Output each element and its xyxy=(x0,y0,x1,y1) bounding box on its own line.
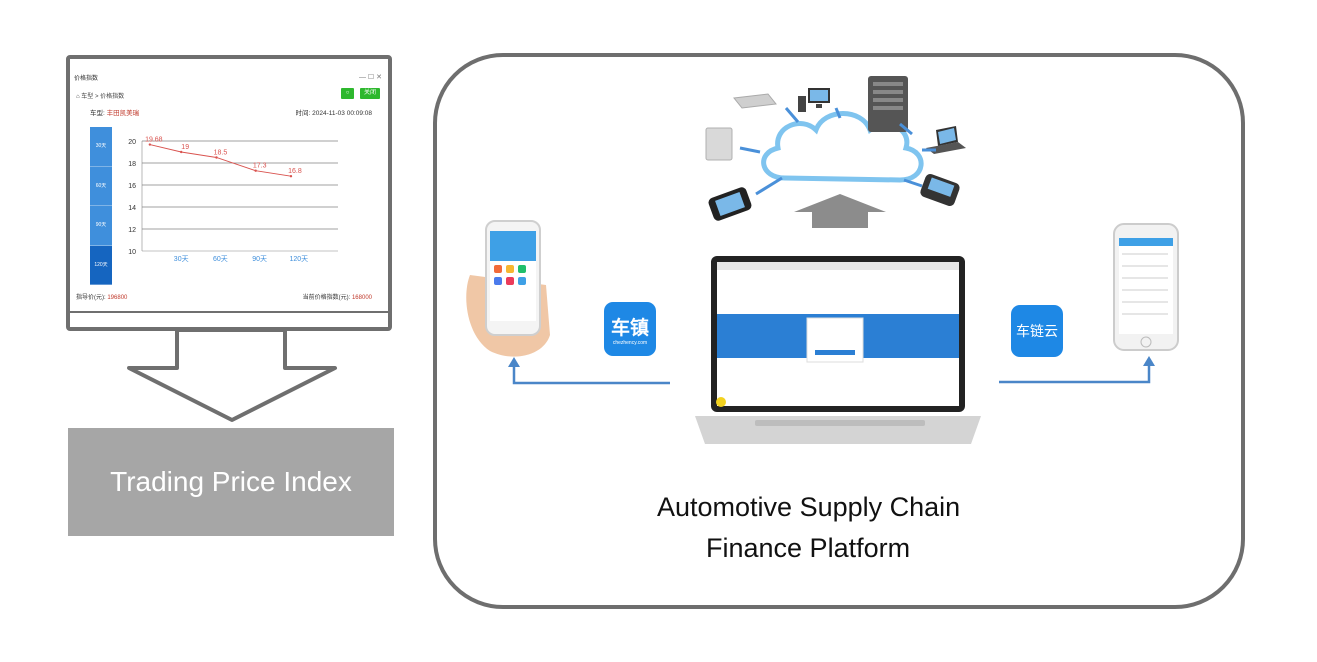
chezhen-logo-text: 车镇 xyxy=(610,317,649,339)
cloud-network-illustration xyxy=(705,76,966,228)
breadcrumb-page: 价格指数 xyxy=(100,94,125,100)
platform-title-line2: Finance Platform xyxy=(706,533,911,563)
breadcrumb-home[interactable]: 车型 xyxy=(81,94,94,100)
close-button[interactable]: 关闭 xyxy=(360,88,380,99)
x-tick-label: 30天 xyxy=(174,255,189,263)
chezhen-app-icon[interactable]: 车镇 chezhency.com xyxy=(604,302,656,356)
y-tick-label: 12 xyxy=(128,227,136,234)
model-row: 车型: 丰田凯美瑞 xyxy=(90,107,139,117)
upload-arrow-icon xyxy=(794,194,886,228)
window-content: 价格指数 — ☐ ✕ ⌂ 车型 > 价格指数 ○ 关闭 车型: 丰田凯美瑞 时间… xyxy=(72,61,386,301)
period-tabs: 30天 60天 90天 120天 xyxy=(90,127,112,285)
connector-arrows xyxy=(739,107,936,196)
blackberry-icon xyxy=(920,173,960,207)
current-index: 当前价格指数(元): 168000 xyxy=(303,292,372,301)
laptop-icon xyxy=(695,256,981,444)
window-title: 价格指数 xyxy=(74,76,99,82)
right-connector-arrow xyxy=(999,356,1155,384)
server-icon xyxy=(868,76,908,132)
down-arrow-icon xyxy=(127,328,337,422)
caption-box: Trading Price Index xyxy=(68,428,394,536)
data-label: 16.8 xyxy=(288,168,302,175)
tab-120[interactable]: 120天 xyxy=(90,245,112,285)
window-divider xyxy=(70,311,388,313)
caption-text: Trading Price Index xyxy=(110,466,352,497)
tab-90[interactable]: 90天 xyxy=(90,206,112,246)
breadcrumb-separator: > xyxy=(94,94,99,100)
data-point xyxy=(215,156,218,159)
x-tick-label: 120天 xyxy=(289,255,308,263)
current-index-value: 168000 xyxy=(351,295,372,301)
tab-60[interactable]: 60天 xyxy=(90,166,112,206)
y-tick-label: 16 xyxy=(128,183,136,190)
model-value: 丰田凯美瑞 xyxy=(106,110,140,117)
time-label: 时间: xyxy=(295,110,311,117)
tab-30[interactable]: 30天 xyxy=(90,127,112,167)
guide-price-label: 指导价(元): xyxy=(76,295,106,301)
guide-price: 指导价(元): 196800 xyxy=(76,292,127,301)
data-label: 18.5 xyxy=(214,150,228,157)
data-label: 17.3 xyxy=(253,163,267,170)
data-point xyxy=(148,143,152,146)
platform-panel xyxy=(433,53,1245,609)
chelianyun-logo-text: 车链云 xyxy=(1016,323,1058,339)
data-point xyxy=(254,169,257,172)
guide-price-value: 196800 xyxy=(107,295,128,301)
data-point xyxy=(180,150,183,154)
chelianyun-app-icon[interactable]: 车链云 xyxy=(1011,305,1063,357)
y-tick-label: 18 xyxy=(128,161,136,168)
time-row: 时间: 2024-11-03 00:09:08 xyxy=(296,107,373,117)
x-tick-label: 90天 xyxy=(252,255,267,263)
refresh-icon: ○ xyxy=(345,90,350,96)
data-label: 19 xyxy=(181,144,189,151)
current-index-label: 当前价格指数(元): xyxy=(302,295,351,301)
left-connector-arrow xyxy=(508,357,670,385)
hand-phone-icon xyxy=(466,220,550,357)
x-tick-label: 60天 xyxy=(213,255,228,263)
router-icon xyxy=(733,93,777,109)
price-index-window: 价格指数 — ☐ ✕ ⌂ 车型 > 价格指数 ○ 关闭 车型: 丰田凯美瑞 时间… xyxy=(66,55,392,331)
y-tick-label: 20 xyxy=(128,139,136,146)
y-tick-label: 10 xyxy=(128,249,136,256)
data-point xyxy=(289,175,293,178)
data-label: 19.68 xyxy=(145,137,163,144)
phone-small-icon xyxy=(708,187,752,221)
home-icon: ⌂ xyxy=(76,94,80,100)
refresh-button[interactable]: ○ xyxy=(341,88,354,99)
price-index-chart: 10 12 14 16 18 20 30天 60天 90天 120天 19.68 19 18.5 17.3… xyxy=(128,137,338,263)
window-controls[interactable]: — ☐ ✕ xyxy=(358,74,382,81)
y-tick-label: 14 xyxy=(128,205,136,212)
time-value: 2024-11-03 00:09:08 xyxy=(312,110,372,117)
mobile-phone-icon xyxy=(1113,223,1179,351)
desktop-computer-icon xyxy=(798,88,830,112)
breadcrumb: ⌂ 车型 > 价格指数 xyxy=(76,91,124,100)
chezhen-logo-sub: chezhency.com xyxy=(612,339,648,346)
model-label: 车型: xyxy=(90,110,105,117)
platform-title-line1: Automotive Supply Chain xyxy=(657,492,961,522)
hard-drive-icon xyxy=(705,127,733,161)
